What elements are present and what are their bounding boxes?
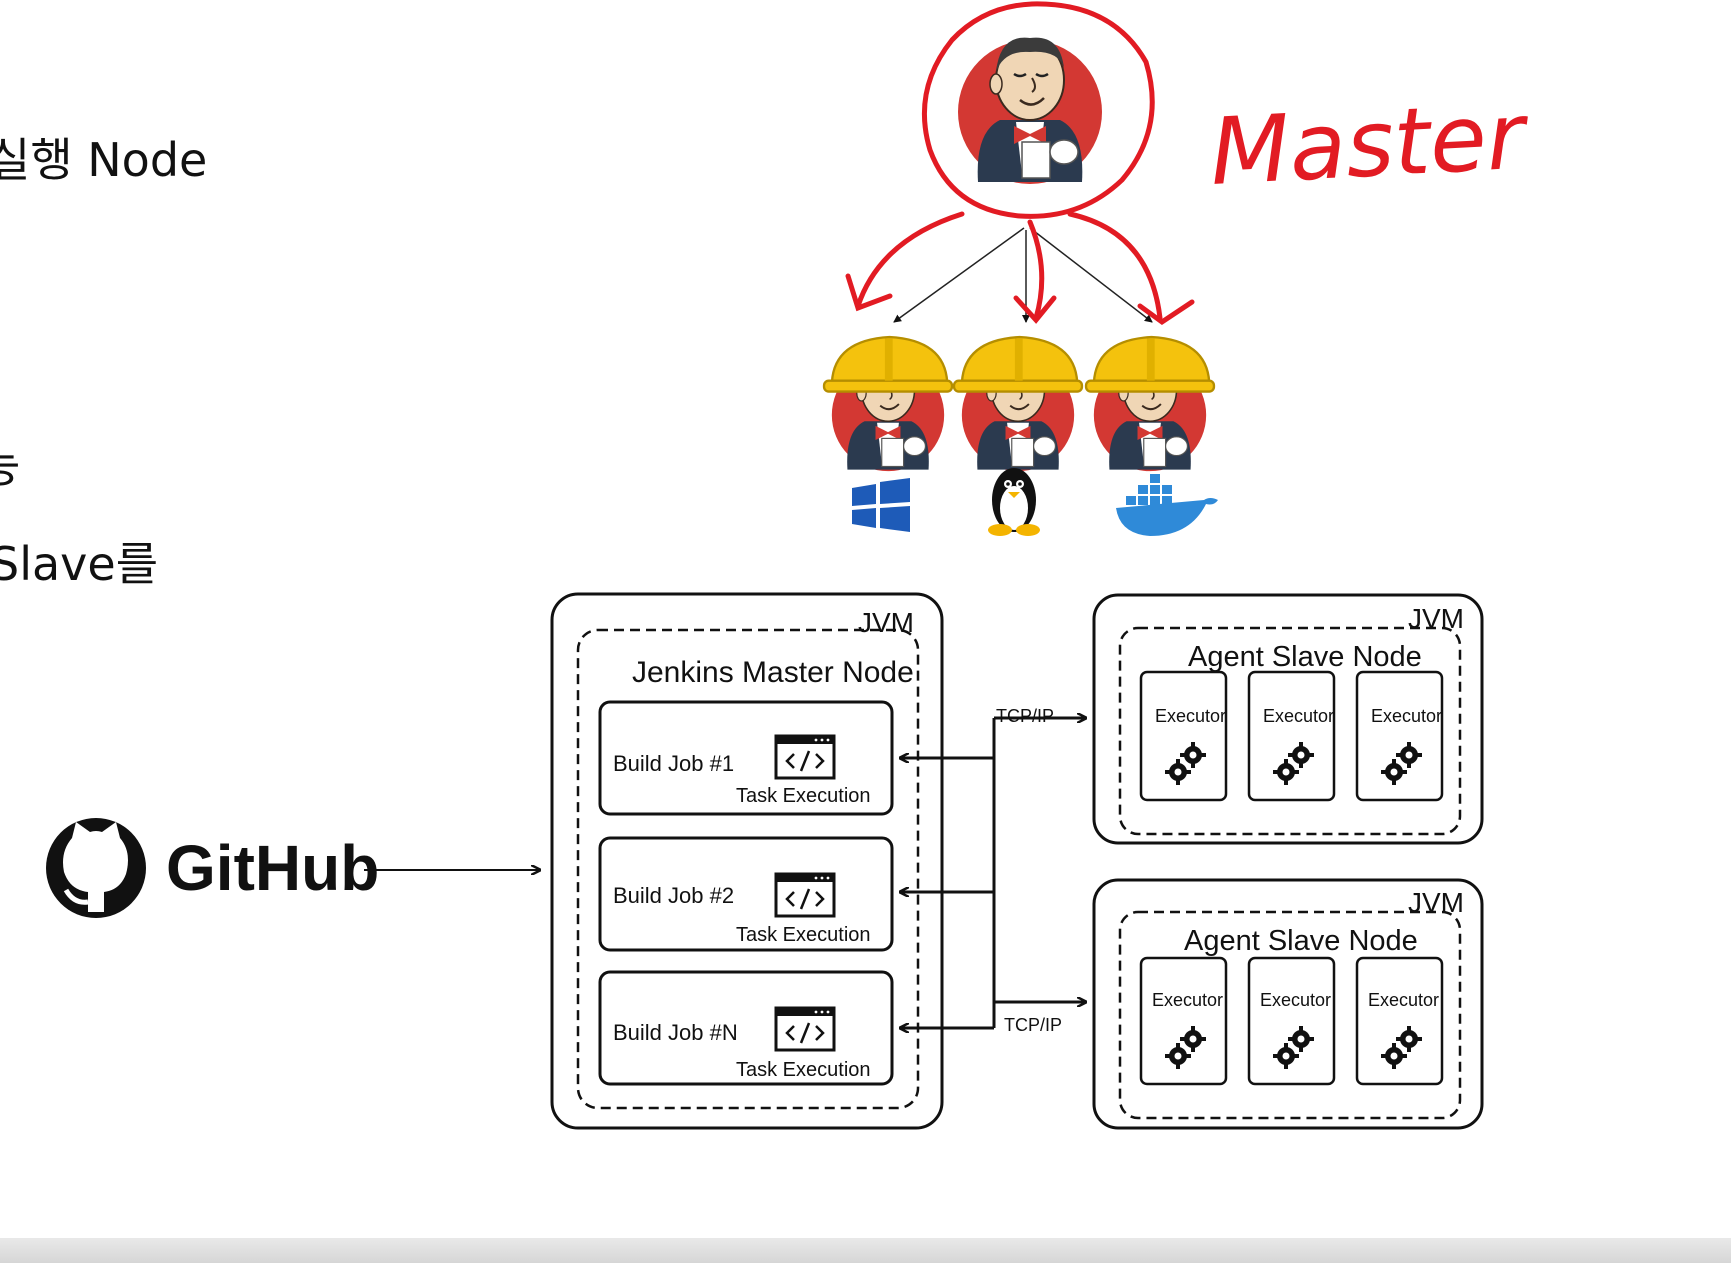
red-arrow-right [1067,211,1195,326]
agent-2-title: Agent Slave Node [1184,925,1418,957]
build-job-n [598,970,894,1086]
docker-whale-icon [1116,474,1218,536]
build-job-2-caption: Task Execution [736,924,871,946]
jenkins-agent-linux-icon [952,335,1084,473]
master-circle-annotation [921,1,1155,219]
github-logo-icon [46,818,146,918]
code-window-icon [774,1006,836,1052]
agent-1-executor-3: Executor [1371,706,1442,726]
linux-penguin-icon [988,468,1040,536]
slide-text-line-2: 능 [0,430,20,496]
code-window-icon [774,734,836,780]
build-job-n-label: Build Job #N [613,1020,738,1045]
master-to-agent-line-1 [893,227,1025,323]
build-job-2 [598,836,894,952]
agent-1-jvm-label: JVM [1408,603,1464,634]
jenkins-agent-windows-icon [822,335,954,473]
agent-1-executor-2: Executor [1263,706,1334,726]
slide-text-line-3: Slave를 [0,537,159,591]
master-node-title: Jenkins Master Node [632,656,914,689]
agent-jvm-box-1 [1092,593,1484,845]
bottom-bar [0,1238,1731,1263]
build-job-2-label: Build Job #2 [613,883,734,908]
agent-2-jvm-label: JVM [1408,887,1464,918]
red-arrow-middle [1013,219,1057,324]
build-job-n-caption: Task Execution [736,1059,871,1081]
master-jvm-box [550,592,944,1130]
jenkins-agent-docker-icon [1084,335,1216,473]
build-job-1 [598,700,894,816]
agent-2-executor-1: Executor [1152,990,1223,1010]
tcpip-label-bottom: TCP/IP [1004,1015,1062,1035]
connection-lines [900,718,1086,1028]
agent-1-title: Agent Slave Node [1188,641,1422,673]
windows-icon [852,478,910,532]
agent-2-executor-3: Executor [1368,990,1439,1010]
red-arrow-left [845,211,965,312]
slide-text-line-1: 실행 Node [0,133,208,187]
agent-1-executor-1: Executor [1155,706,1226,726]
build-job-1-caption: Task Execution [736,785,871,807]
tcpip-label-top: TCP/IP [996,706,1054,726]
code-window-icon [774,872,836,918]
agent-2-executor-2: Executor [1260,990,1331,1010]
build-job-1-label: Build Job #1 [613,751,734,776]
jenkins-master-icon [956,36,1104,186]
master-to-agent-line-3 [1029,227,1153,323]
master-annotation-label: Master [1208,82,1533,206]
agent-jvm-box-2 [1092,878,1484,1130]
master-jvm-label: JVM [858,607,914,638]
github-label: GitHub [166,832,379,904]
